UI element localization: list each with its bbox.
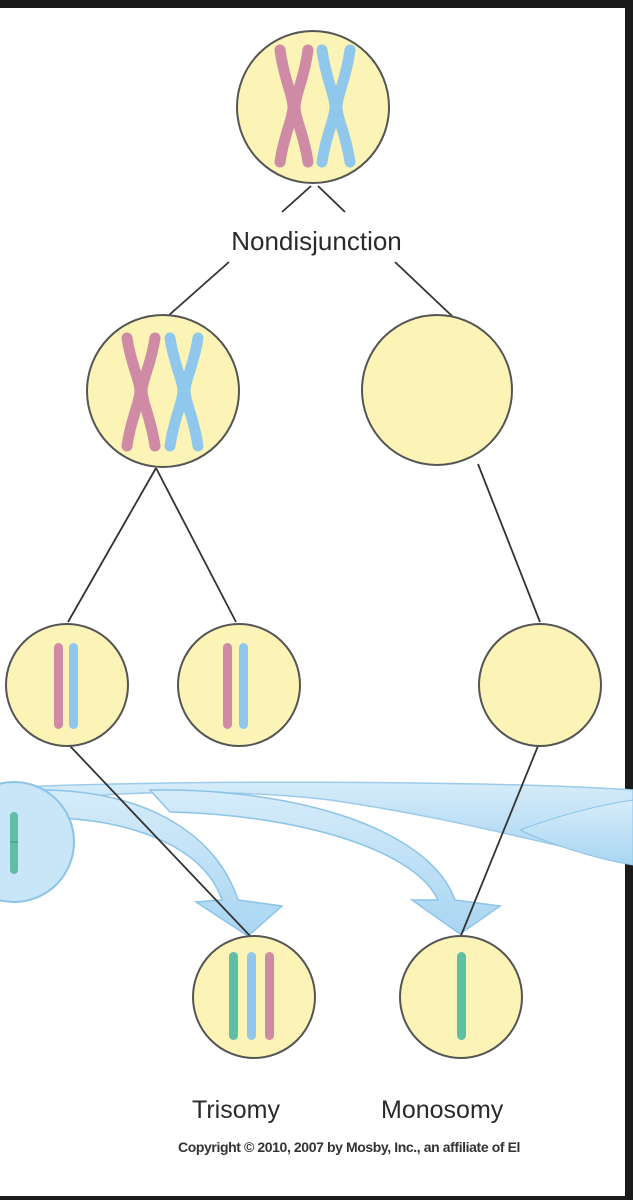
partner-gamete [0,781,75,903]
chromosome-blue-x [316,44,356,168]
gamete-1 [5,623,129,747]
trisomy-label: Trisomy [192,1096,280,1124]
arrow-band-right [518,799,633,866]
nondisjunction-label: Nondisjunction [229,226,404,256]
chromosome-green [229,952,238,1040]
zygote-monosomy [399,935,523,1059]
fertilization-arrows [0,781,633,937]
chromosome-pink [223,643,232,729]
chromosome-green [10,812,18,874]
chromosome-blue-x [164,332,204,452]
chromosome-green [457,952,466,1040]
zygote-trisomy [192,935,316,1059]
chromosome-pink-x [121,332,161,452]
lineage-lines [67,185,541,939]
chromosome-blue [239,643,248,729]
chromosome-blue [69,643,78,729]
copyright-notice: Copyright © 2010, 2007 by Mosby, Inc., a… [178,1139,521,1155]
gamete-3-empty [478,623,602,747]
chromosome-blue [247,952,256,1040]
gamete-2 [177,623,301,747]
chromosome-pink-x [274,44,314,168]
meiosis1-cell-left [86,314,240,468]
monosomy-label: Monosomy [381,1096,504,1124]
arrow-to-monosomy [148,789,503,935]
chromosome-pink [54,643,63,729]
meiosis1-cell-right-empty [361,314,513,466]
chromosome-pink [265,952,274,1040]
parent-cell [236,30,390,184]
arrow-to-trisomy [38,789,284,937]
